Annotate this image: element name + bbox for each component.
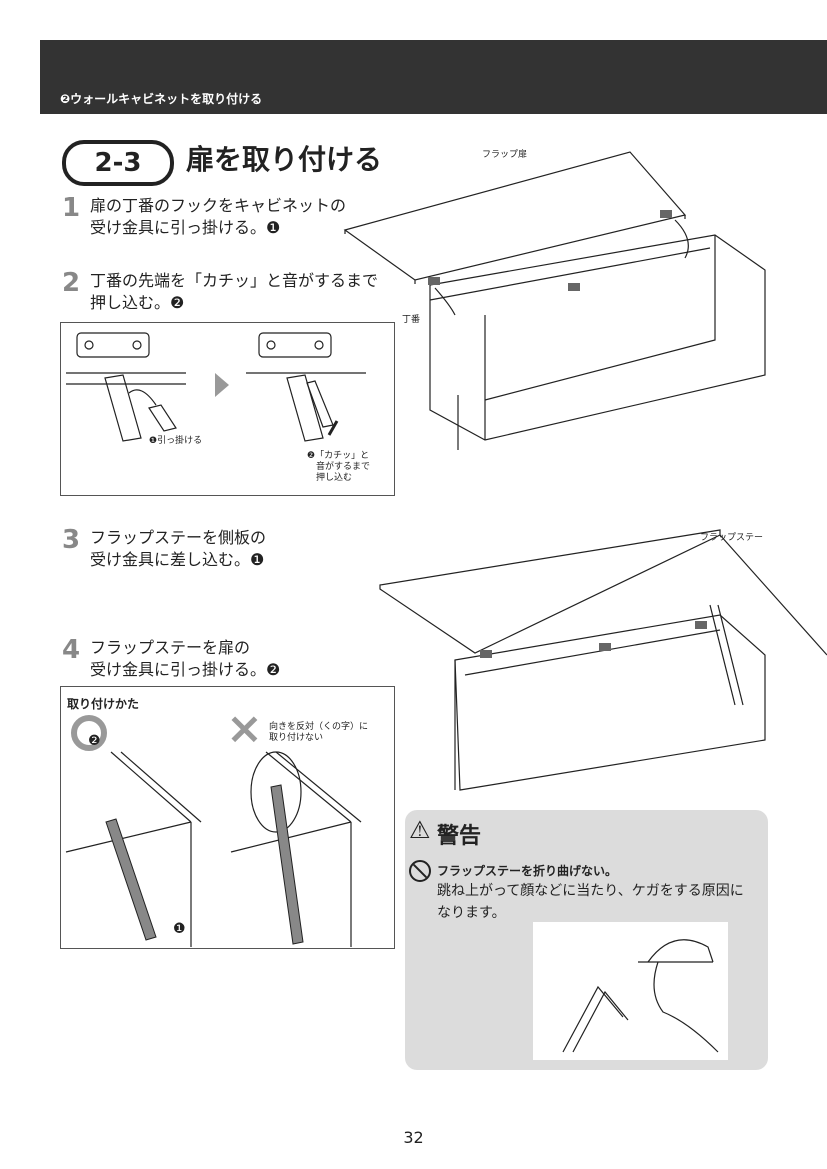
step-number: 4 (62, 635, 81, 665)
step-number-badge: 2-3 (62, 140, 174, 186)
cabinet-flap-stay-illustration (379, 529, 827, 791)
step-text: フラップステーを扉の (90, 638, 251, 657)
section-header-bar: ❷ウォールキャビネットを取り付ける (40, 40, 827, 114)
warning-headline: フラップステーを折り曲げない。 (437, 864, 618, 878)
cabinet-flap-door-illustration (343, 151, 766, 450)
flap-stay-label: フラップステー (700, 533, 764, 543)
marker-2: ❷ (88, 733, 101, 749)
warning-title: 警告 (437, 824, 482, 849)
flap-door-label: フラップ扉 (482, 150, 528, 160)
warning-box: ⚠ 警告 フラップステーを折り曲げない。 跳ね上がって顔などに当たり、ケガをする… (405, 810, 768, 1070)
step-text: 受け金具に引っ掛ける。❷ (90, 660, 281, 679)
warning-triangle-icon: ⚠ (409, 816, 431, 844)
hinge-figure: ❶引っ掛ける ❷「カチッ」と 音がするまで 押し込む (60, 322, 395, 496)
push-label: ❷「カチッ」と (307, 451, 370, 461)
prohibited-icon (409, 860, 431, 882)
step-text: 丁番の先端を「カチッ」と音がするまで (90, 271, 379, 290)
figure-heading: 取り付けかた (67, 697, 140, 711)
incorrect-mark-icon: × (226, 703, 263, 754)
flap-stay-mounting-illustration (65, 751, 362, 947)
page-title: 扉を取り付ける (186, 143, 383, 176)
step-text: 押し込む。❷ (90, 293, 185, 312)
hinge-illustration (66, 332, 366, 442)
step-number: 2 (62, 268, 81, 298)
warning-body: 跳ね上がって顔などに当たり、ケガをする原因になります。 (437, 883, 744, 921)
hinge-label: 丁番 (402, 315, 421, 325)
step-number: 3 (62, 525, 81, 555)
incorrect-note: 取り付けない (269, 733, 324, 743)
section-title: ❷ウォールキャビネットを取り付ける (60, 92, 263, 106)
push-label: 押し込む (316, 473, 353, 483)
page-number: 32 (403, 1128, 424, 1147)
injury-illustration (533, 922, 728, 1060)
marker-1: ❶ (173, 921, 186, 937)
mounting-figure: 取り付けかた O × 向きを反対（くの字）に 取り付けない ❷ ❶ (60, 686, 395, 949)
step-text: 扉の丁番のフックをキャビネットの (90, 196, 347, 215)
step-text: 受け金具に差し込む。❶ (90, 550, 265, 569)
step-number: 1 (62, 193, 81, 223)
incorrect-note: 向きを反対（くの字）に (269, 722, 369, 732)
step-text: フラップステーを側板の (90, 528, 267, 547)
hook-label: ❶引っ掛ける (149, 436, 203, 446)
step-text: 受け金具に引っ掛ける。❶ (90, 218, 281, 237)
correct-mark-icon: O (71, 715, 107, 751)
push-label: 音がするまで (316, 462, 371, 472)
